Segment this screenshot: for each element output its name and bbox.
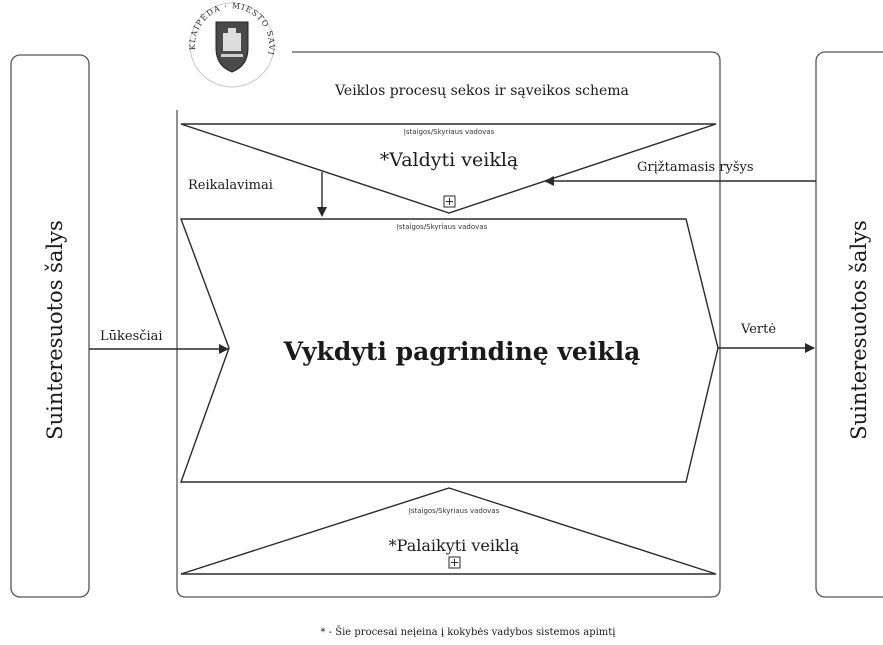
left-stakeholders-box	[10, 54, 90, 598]
manage-process-shape[interactable]: Įstaigos/Skyriaus vadovas *Valdyti veikl…	[180, 123, 717, 214]
core-process-label: Vykdyti pagrindinę veiklą	[283, 337, 641, 366]
value-label: Vertė	[740, 322, 776, 337]
right-stakeholders-box	[815, 51, 883, 598]
core-process-shape[interactable]: Įstaigos/Skyriaus vadovas Vykdyti pagrin…	[179, 218, 719, 483]
main-process-frame	[176, 51, 721, 598]
feedback-label: Grįžtamasis ryšys	[637, 160, 754, 175]
diagram-title: Veiklos procesų sekos ir sąveikos schema	[334, 83, 629, 99]
right-stakeholders-label: Suinteresuotos šalys	[847, 220, 871, 440]
scope-footnote: * - Šie procesai neįeina į kokybės vadyb…	[321, 626, 616, 638]
expectations-label: Lūkesčiai	[100, 329, 163, 344]
requirements-label: Reikalavimai	[188, 178, 273, 193]
left-stakeholders-label: Suinteresuotos šalys	[43, 220, 67, 440]
manage-process-label: *Valdyti veiklą	[380, 149, 519, 171]
support-expand-icon[interactable]	[448, 556, 461, 569]
support-process-label: *Palaikyti veiklą	[389, 536, 520, 555]
core-process-owner: Įstaigos/Skyriaus vadovas	[397, 223, 488, 231]
manage-expand-icon[interactable]	[443, 195, 456, 208]
support-process-owner: Įstaigos/Skyriaus vadovas	[409, 507, 500, 515]
support-process-shape[interactable]: Įstaigos/Skyriaus vadovas *Palaikyti vei…	[180, 487, 717, 575]
manage-process-owner: Įstaigos/Skyriaus vadovas	[404, 128, 495, 136]
